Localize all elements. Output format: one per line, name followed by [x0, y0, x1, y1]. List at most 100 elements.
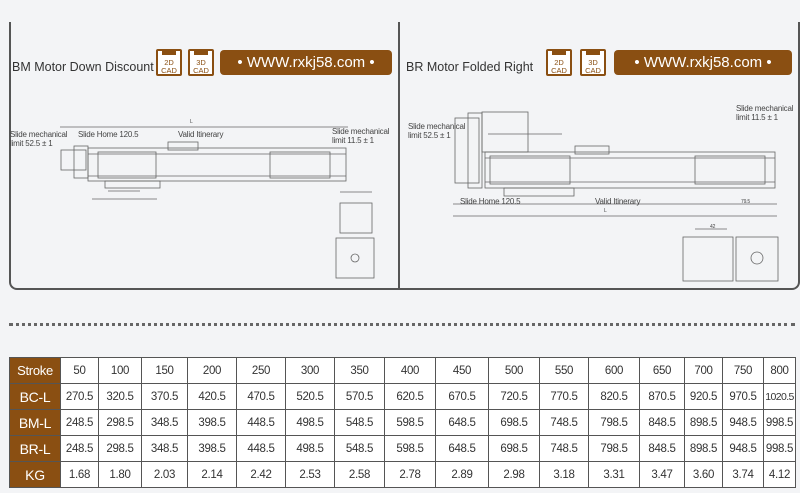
table-cell: 2.89: [435, 461, 489, 488]
table-cell: 2.53: [285, 461, 335, 488]
section-divider: [9, 323, 795, 326]
table-cell: 920.5: [684, 383, 723, 410]
table-cell: 598.5: [384, 435, 436, 462]
table-cell: 1.80: [98, 461, 142, 488]
table-cell: 298.5: [98, 435, 142, 462]
table-cell: 898.5: [684, 409, 723, 436]
table-cell: 100: [98, 357, 142, 384]
row-header: BR-L: [9, 435, 61, 462]
table-cell: 3.31: [588, 461, 640, 488]
table-cell: 948.5: [722, 435, 764, 462]
table-cell: 450: [435, 357, 489, 384]
table-cell: 498.5: [285, 435, 335, 462]
table-cell: 500: [488, 357, 540, 384]
row-header: BC-L: [9, 383, 61, 410]
label-dim-42: 42: [710, 224, 716, 230]
table-cell: 720.5: [488, 383, 540, 410]
label-dim-79-5: 79.5: [741, 199, 750, 205]
table-cell: 200: [187, 357, 237, 384]
table-cell: 2.03: [141, 461, 188, 488]
table-cell: 870.5: [639, 383, 685, 410]
bm-panel-title: BM Motor Down Discount: [12, 60, 154, 74]
table-cell: 2.42: [236, 461, 286, 488]
table-cell: 348.5: [141, 435, 188, 462]
table-cell: 570.5: [334, 383, 385, 410]
row-header: BM-L: [9, 409, 61, 436]
table-cell: 998.5: [763, 435, 796, 462]
table-cell: 398.5: [187, 435, 237, 462]
table-cell: 798.5: [588, 435, 640, 462]
table-cell: 2.58: [334, 461, 385, 488]
row-header: KG: [9, 461, 61, 488]
table-cell: 470.5: [236, 383, 286, 410]
table-cell: 820.5: [588, 383, 640, 410]
table-cell: 448.5: [236, 409, 286, 436]
table-cell: 320.5: [98, 383, 142, 410]
table-cell: 248.5: [60, 435, 99, 462]
table-cell: 398.5: [187, 409, 237, 436]
table-cell: 420.5: [187, 383, 237, 410]
label-valid-itinerary: Valid Itinerary: [178, 130, 224, 139]
table-cell: 1020.5: [763, 383, 796, 410]
table-cell: 698.5: [488, 409, 540, 436]
table-cell: 3.47: [639, 461, 685, 488]
br-actuator-drawing: [453, 111, 779, 282]
table-cell: 600: [588, 357, 640, 384]
table-cell: 150: [141, 357, 188, 384]
label-dim-l: L: [190, 119, 193, 125]
table-cell: 448.5: [236, 435, 286, 462]
table-cell: 620.5: [384, 383, 436, 410]
table-cell: 800: [763, 357, 796, 384]
table-cell: 670.5: [435, 383, 489, 410]
label-valid-itinerary: Valid Itinerary: [595, 197, 641, 206]
table-cell: 648.5: [435, 435, 489, 462]
table-cell: 250: [236, 357, 286, 384]
label-slide-home: Slide Home 120.5: [78, 130, 139, 139]
label-dim-l: L: [604, 208, 607, 214]
table-cell: 548.5: [334, 435, 385, 462]
table-cell: 348.5: [141, 409, 188, 436]
table-cell: 650: [639, 357, 685, 384]
row-header: Stroke: [9, 357, 61, 384]
table-cell: 350: [334, 357, 385, 384]
table-cell: 548.5: [334, 409, 385, 436]
table-cell: 300: [285, 357, 335, 384]
table-cell: 848.5: [639, 409, 685, 436]
table-cell: 298.5: [98, 409, 142, 436]
table-cell: 970.5: [722, 383, 764, 410]
website-link[interactable]: • WWW.rxkj58.com •: [220, 50, 392, 75]
label-slide-home: Slide Home 120.5: [460, 197, 521, 206]
table-cell: 3.60: [684, 461, 723, 488]
table-cell: 498.5: [285, 409, 335, 436]
table-cell: 2.14: [187, 461, 237, 488]
table-cell: 270.5: [60, 383, 99, 410]
table-cell: 3.18: [539, 461, 589, 488]
website-link[interactable]: • WWW.rxkj58.com •: [614, 50, 792, 75]
bm-actuator-drawing: [60, 126, 375, 279]
table-cell: 948.5: [722, 409, 764, 436]
table-cell: 3.74: [722, 461, 764, 488]
table-cell: 520.5: [285, 383, 335, 410]
table-cell: 50: [60, 357, 99, 384]
table-cell: 370.5: [141, 383, 188, 410]
table-cell: 400: [384, 357, 436, 384]
table-cell: 798.5: [588, 409, 640, 436]
table-cell: 2.78: [384, 461, 436, 488]
table-cell: 698.5: [488, 435, 540, 462]
table-cell: 1.68: [60, 461, 99, 488]
table-cell: 898.5: [684, 435, 723, 462]
